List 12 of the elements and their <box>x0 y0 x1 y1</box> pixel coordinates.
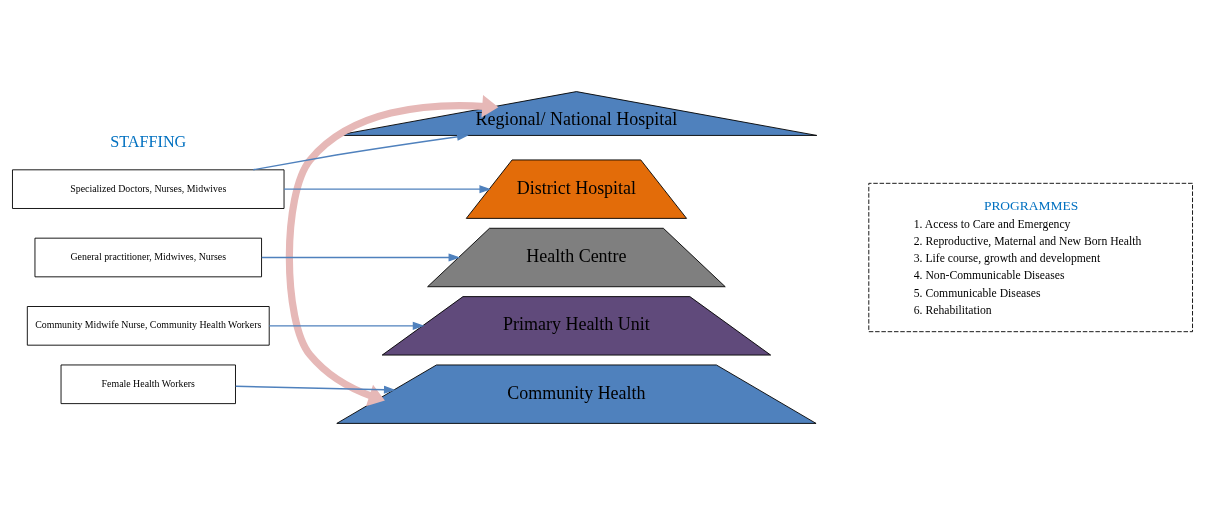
arrow <box>285 94 499 407</box>
arrow <box>261 253 461 262</box>
node-box: PROGRAMMES 1. Access to Care and Emergency 2. Reproductive, Maternal and New Born Health 3. Life course, growth and development 4. Non-Communicable Diseases 5. Communicable Diseases 6. Rehabilitation <box>868 182 1193 333</box>
node-box: Female Health Workers <box>60 364 236 405</box>
node-box: General practitioner, Midwives, Nurses <box>34 237 262 278</box>
node-box: Community Midwife Nurse, Community Health Workers <box>26 306 270 346</box>
arrow <box>235 385 396 394</box>
label: STAFFING <box>110 133 187 151</box>
arrow <box>268 321 425 330</box>
arrow <box>283 185 492 194</box>
arrow <box>252 132 469 171</box>
node-box: Specialized Doctors, Nurses, Midwives <box>12 169 285 209</box>
